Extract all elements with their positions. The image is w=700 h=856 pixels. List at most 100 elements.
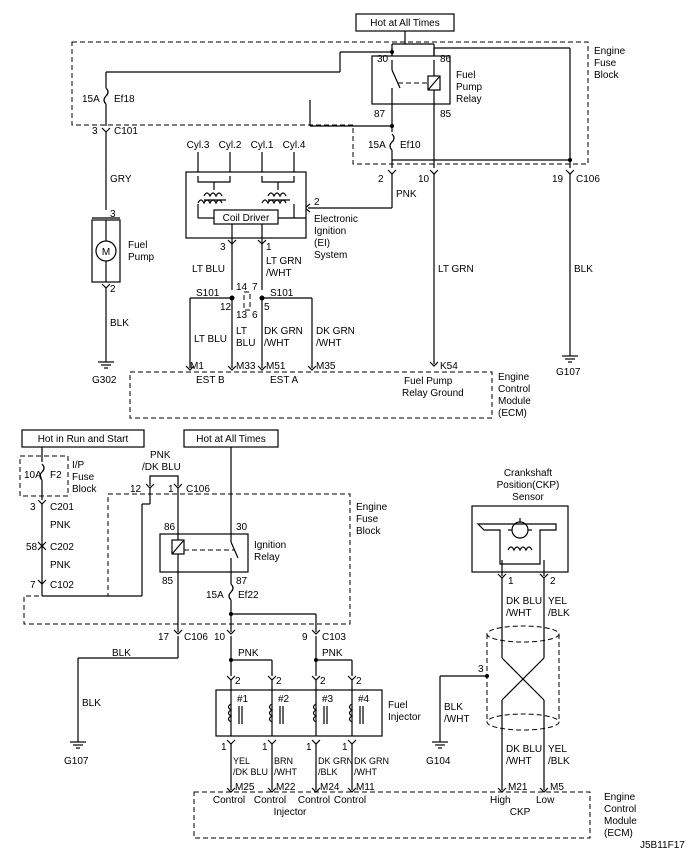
injector-2-wire-color-b: /WHT xyxy=(274,767,297,777)
ecm-pin-m51: M51 xyxy=(266,361,286,372)
injector-2-pin-2: 2 xyxy=(276,676,282,687)
injector-4-pin-1: 1 xyxy=(342,742,348,753)
ground-g302-label: G302 xyxy=(92,375,117,386)
wire-pnk-1: PNK xyxy=(50,520,71,531)
ei-pin-1: 1 xyxy=(266,242,272,253)
ecm-bottom xyxy=(193,791,591,839)
fuse-ef22 xyxy=(228,583,234,601)
injector-2-pin-1: 1 xyxy=(262,742,268,753)
ei-module xyxy=(185,171,307,239)
ground-g302 xyxy=(98,361,114,369)
ignition-injector-ckp-circuit: Hot in Run and Start Hot at All Times 10… xyxy=(19,429,685,851)
c106-pin-17: 17 xyxy=(158,632,170,643)
c106-pin-19: 19 xyxy=(552,174,564,185)
ecm-top-label-1: Engine xyxy=(498,372,530,383)
ckp-pin-2: 2 xyxy=(550,576,556,587)
ecm-pin-m5: M5 xyxy=(550,782,564,793)
injector-4-ecm-terminal: M11 xyxy=(356,782,375,793)
pin-14: 14 xyxy=(236,282,248,293)
pin-6: 6 xyxy=(252,310,258,321)
c106-pin-1: 1 xyxy=(168,484,174,495)
injector-2-coil xyxy=(268,703,274,723)
fuse-ef18-amp: 15A xyxy=(82,94,100,105)
pin-13: 13 xyxy=(236,310,248,321)
wire-lt-blu-2: LT BLU xyxy=(194,334,227,345)
ei-pin-2: 2 xyxy=(314,197,320,208)
wire-lt-blu-3b: BLU xyxy=(236,338,255,349)
cyl-3: Cyl.3 xyxy=(187,140,210,151)
c201-pin: 3 xyxy=(30,502,36,513)
wire-dk-blu-wht-2a: DK BLU xyxy=(506,744,542,755)
c103-label: C103 xyxy=(322,632,346,643)
fuel-pump-relay-label-2: Pump xyxy=(456,82,483,93)
injector-3-control: Control xyxy=(298,795,330,806)
pin-7: 7 xyxy=(252,282,258,293)
wire-dk-blu-wht-1a: DK BLU xyxy=(506,596,542,607)
injector-4-pin-2: 2 xyxy=(356,676,362,687)
fuel-pump-label-2: Pump xyxy=(128,252,155,263)
cyl-2: Cyl.2 xyxy=(219,140,242,151)
ecm-est-a: EST A xyxy=(270,375,298,386)
wire-yel-blk-2a: YEL xyxy=(548,744,567,755)
ckp-shield-bottom xyxy=(486,713,560,731)
fuse-ef22-amp: 15A xyxy=(206,590,224,601)
ckp-sensor-label-1: Crankshaft xyxy=(504,468,553,479)
injector-3-ecm-terminal: M24 xyxy=(320,782,340,793)
injector-1-wire-color-a: YEL xyxy=(233,756,250,766)
c106-label-2: C106 xyxy=(186,484,210,495)
ignition-relay-label-1: Ignition xyxy=(254,540,286,551)
fuel-pump-label-1: Fuel xyxy=(128,240,147,251)
ecm-bottom-label-1: Engine xyxy=(604,792,636,803)
injector-1-pin-1: 1 xyxy=(221,742,227,753)
injector-3-wire-color-b: /BLK xyxy=(318,767,338,777)
fuse-f2 xyxy=(39,463,45,481)
wire-pnk-dk-blu-1: PNK xyxy=(150,450,171,461)
wire-dk-grn-wht-1b: /WHT xyxy=(264,338,290,349)
ei-system-label-4: System xyxy=(314,250,347,261)
ckp-label: CKP xyxy=(510,807,531,818)
injector-1-wire-color-b: /DK BLU xyxy=(233,767,268,777)
ign-relay-pin-30: 30 xyxy=(236,522,248,533)
fuel-pump-ignition-circuit: Hot at All Times Engine Fuse Block 30 86… xyxy=(71,13,626,419)
wire-blk-bottom-2: BLK xyxy=(82,698,101,709)
ecm-pin-m33: M33 xyxy=(236,361,256,372)
injector-1-number: #1 xyxy=(237,694,249,705)
ip-fuse-block-label-1: I/P xyxy=(72,460,85,471)
s101-right-label: S101 xyxy=(270,288,294,299)
wire-lt-grn: LT GRN xyxy=(438,264,474,275)
fuel-injector-label-2: Injector xyxy=(388,712,421,723)
engine-fuse-block-outline-2 xyxy=(23,493,351,625)
injector-3-pin-1: 1 xyxy=(306,742,312,753)
injector-label: Injector xyxy=(274,807,307,818)
injector-3-coil xyxy=(312,703,318,723)
injector-2-ecm-terminal: M22 xyxy=(276,782,296,793)
pin-12: 12 xyxy=(220,302,232,313)
wire-lt-blu: LT BLU xyxy=(192,264,225,275)
c106-pin-12: 12 xyxy=(130,484,142,495)
c106-pin-10: 10 xyxy=(418,174,430,185)
pump-pin-3: 3 xyxy=(110,209,116,220)
fuel-pump-relay-label-3: Relay xyxy=(456,94,482,105)
c102-pin: 7 xyxy=(30,580,36,591)
c202-pin: 58 xyxy=(26,542,38,553)
shield-pin-3: 3 xyxy=(478,664,484,675)
wire-pnk-3: PNK xyxy=(238,648,259,659)
ecm-est-b: EST B xyxy=(196,375,225,386)
ign-relay-pin-85: 85 xyxy=(162,576,174,587)
wire-lt-grn-wht-1: LT GRN xyxy=(266,256,302,267)
ckp-sensor-label-3: Sensor xyxy=(512,492,544,503)
wire-dk-blu-wht-2b: /WHT xyxy=(506,756,532,767)
ground-g104-label: G104 xyxy=(426,756,451,767)
injector-2-number: #2 xyxy=(278,694,290,705)
c102-label: C102 xyxy=(50,580,74,591)
ecm-pin-k54: K54 xyxy=(440,361,458,372)
ignition-relay-label-2: Relay xyxy=(254,552,280,563)
ground-g104 xyxy=(432,741,448,749)
fuse-ef18 xyxy=(103,87,109,105)
ecm-pin-m35: M35 xyxy=(316,361,336,372)
injector-4-number: #4 xyxy=(358,694,370,705)
ip-fuse-block-label-2: Fuse xyxy=(72,472,95,483)
coil-driver-label: Coil Driver xyxy=(223,213,270,224)
engine-fuse-block-2-label-3: Block xyxy=(356,526,381,537)
wire-dk-grn-wht-2a: DK GRN xyxy=(316,326,355,337)
